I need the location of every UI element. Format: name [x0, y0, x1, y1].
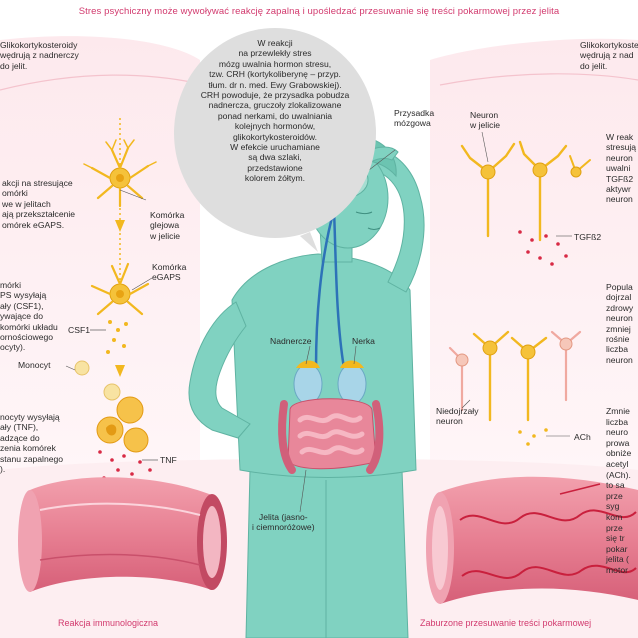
tnf-dots	[98, 450, 152, 480]
page-title: Stres psychiczny może wywoływać reakcję …	[78, 6, 560, 17]
tissue-background-right	[430, 38, 638, 481]
csf1-dots	[106, 320, 128, 354]
right-population-text: Popula dojrzal zdrowy neuron zmniej rośn…	[606, 282, 634, 365]
tgfb2-label: TGFß2	[574, 232, 602, 242]
adrenal-label: Nadnercze	[270, 336, 312, 346]
neuron-population-icon	[448, 330, 582, 422]
tnf-label: TNF	[160, 455, 177, 465]
left-glucocorticoids-text: Glikokortykosteroidy wędrują z nadnerczy…	[0, 40, 79, 71]
glial-cell-label: Komórka glejowa w jelicie	[150, 210, 185, 241]
tissue-background-left	[0, 36, 200, 480]
kidney-label: Nerka	[352, 336, 375, 346]
left-caption: Reakcja immunologiczna	[58, 618, 159, 628]
monocyte-label: Monocyt	[18, 360, 51, 370]
intestine-tube-left	[18, 477, 227, 592]
right-caption: Zaburzone przesuwanie treści pokarmowej	[420, 618, 592, 628]
pituitary-label: Przysadka mózgowa	[394, 108, 435, 129]
intestine-tube-right	[426, 476, 638, 604]
tgfb2-dots	[518, 230, 568, 266]
left-csf-text: mórki PS wysyłają ały (CSF1), ywające do…	[0, 280, 58, 353]
glial-cell-icon	[83, 139, 157, 208]
hormone-pathway	[332, 209, 346, 369]
right-glucocorticoids-text: Glikokortykosteroidy wędrują z nad do je…	[580, 40, 638, 71]
activated-monocytes-icon	[96, 396, 149, 453]
right-reaction-text: W reak stresują neuron uwalni TGFß2 akty…	[606, 132, 637, 205]
left-tnf-text: nocyty wysyłają ały (TNF), adzące do zen…	[0, 412, 64, 475]
egaps-cell-label: Komórka eGAPS	[152, 262, 187, 283]
csf1-label: CSF1	[68, 325, 90, 335]
egaps-cell-icon	[90, 262, 150, 316]
gut-neuron-label: Neuron w jelicie	[470, 110, 501, 131]
gut-neurons-icon	[460, 140, 591, 242]
ach-label: ACh	[574, 432, 591, 442]
speech-bubble-text: W reakcji na przewlekły stres mózg uwaln…	[200, 38, 350, 184]
intestines-icon	[278, 398, 384, 474]
speech-bubble	[174, 28, 376, 238]
right-decrease-text: Zmnie liczba neuro prowa obniże acetyl (…	[606, 406, 632, 575]
monocyte-icon	[65, 360, 121, 401]
ach-dots	[518, 428, 548, 446]
left-reaction-text: akcji na stresujące omórki we w jelitach…	[2, 178, 76, 230]
immature-neuron-label: Niedojrzały neuron	[436, 406, 479, 427]
intestine-label: Jelita (jasno- i ciemnoróżowe)	[252, 512, 315, 533]
